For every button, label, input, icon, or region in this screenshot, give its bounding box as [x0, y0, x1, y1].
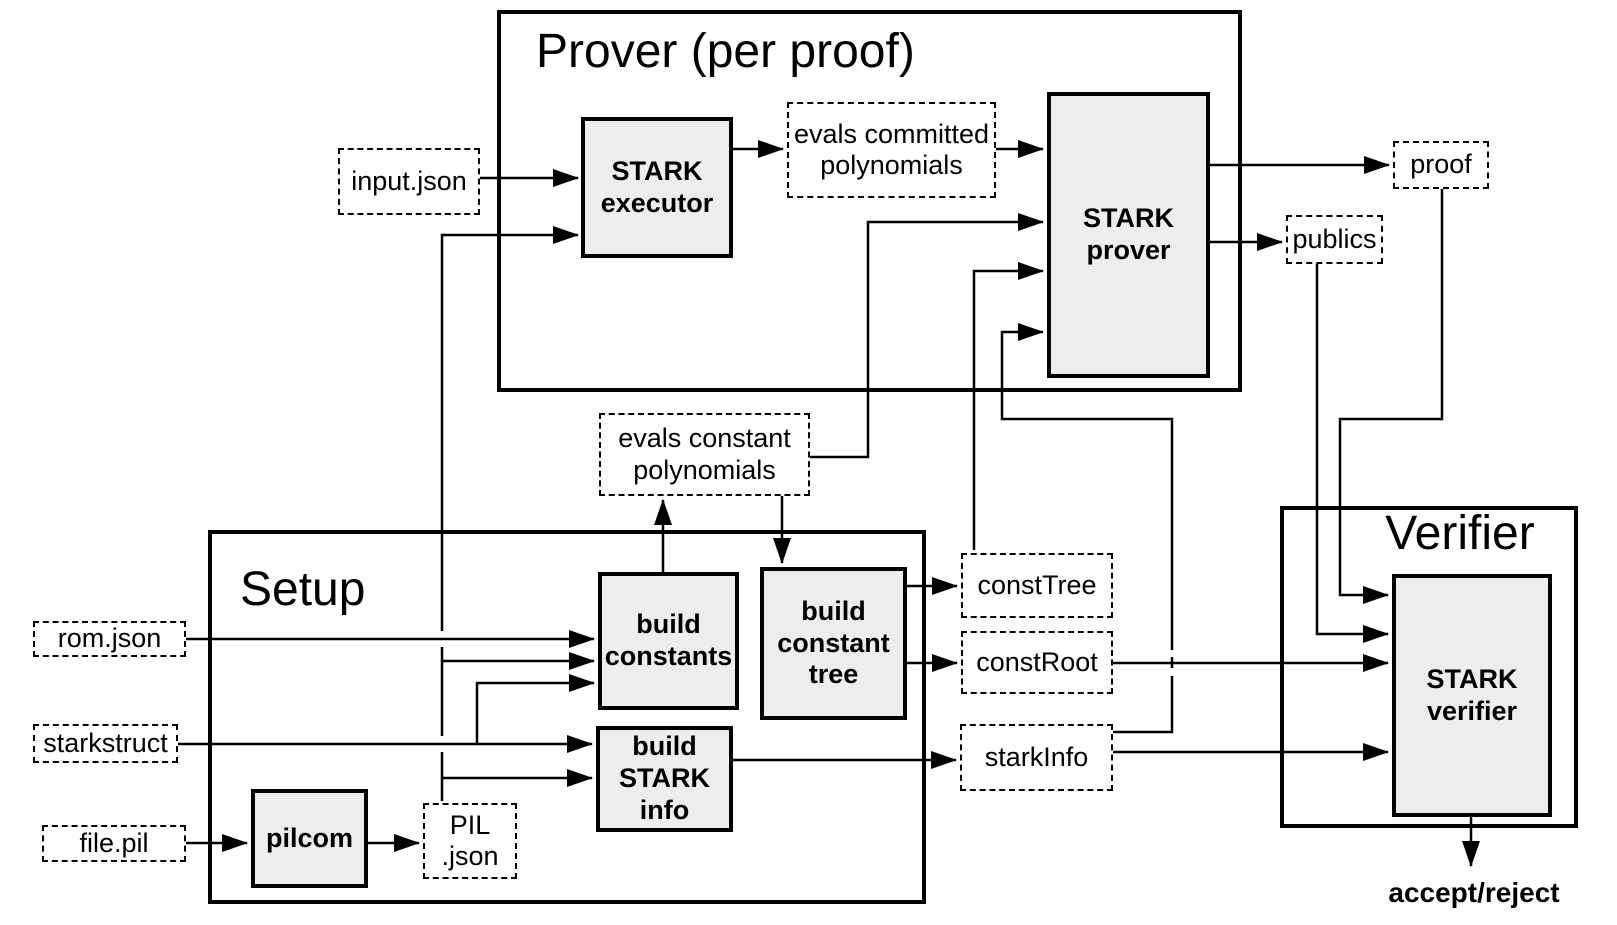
stark-prover-node: STARK prover [1047, 92, 1210, 378]
build-constant-tree-node: build constant tree [760, 567, 907, 720]
const-tree-artifact: constTree [961, 553, 1113, 618]
file-pil-artifact: file.pil [42, 825, 186, 862]
starkstruct-artifact: starkstruct [33, 724, 178, 763]
stark-verifier-node: STARK verifier [1392, 574, 1552, 817]
proof-artifact: proof [1393, 141, 1489, 189]
input-json-artifact: input.json [338, 148, 480, 215]
verifier-title: Verifier [1385, 507, 1535, 560]
stark-executor-node: STARK executor [581, 117, 733, 258]
pil-json-artifact: PIL .json [423, 803, 517, 879]
publics-artifact: publics [1286, 215, 1383, 264]
rom-json-artifact: rom.json [33, 621, 186, 657]
stark-info-artifact: starkInfo [960, 724, 1113, 791]
build-constants-node: build constants [598, 572, 739, 710]
const-root-artifact: constRoot [961, 631, 1113, 694]
pilcom-node: pilcom [251, 789, 368, 888]
evals-committed-artifact: evals committed polynomials [787, 102, 996, 198]
accept-reject-label: accept/reject [1388, 877, 1560, 908]
build-stark-info-node: build STARK info [596, 726, 733, 832]
prover-title: Prover (per proof) [536, 25, 915, 78]
setup-title: Setup [240, 563, 366, 616]
evals-constant-artifact: evals constant polynomials [599, 413, 810, 496]
